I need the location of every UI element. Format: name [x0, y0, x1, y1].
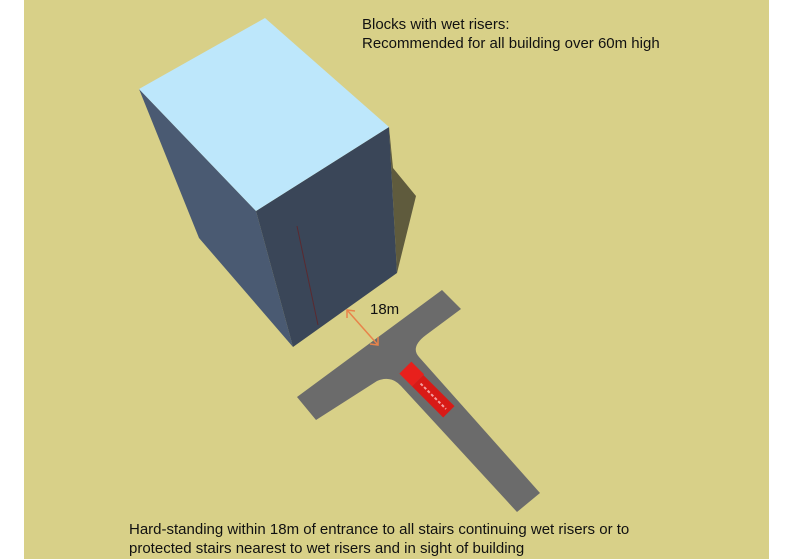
caption-line-1: Hard-standing within 18m of entrance to … — [129, 521, 630, 538]
wet-riser-line — [296, 225, 319, 326]
building-right-face — [256, 127, 397, 347]
distance-arrow — [346, 309, 379, 346]
building-roof — [139, 18, 389, 211]
building-shadow — [389, 127, 416, 273]
building-left-face — [139, 89, 293, 347]
road-shape — [297, 290, 540, 512]
title-line-2: Recommended for all building over 60m hi… — [362, 35, 660, 52]
caption-line-2: protected stairs nearest to wet risers a… — [129, 540, 525, 557]
fire-truck — [399, 361, 455, 418]
title-line-1: Blocks with wet risers: — [362, 16, 510, 33]
distance-label: 18m — [370, 301, 400, 318]
